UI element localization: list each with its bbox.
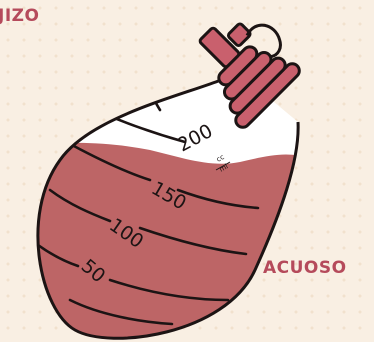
- fluid-fill: [20, 143, 300, 342]
